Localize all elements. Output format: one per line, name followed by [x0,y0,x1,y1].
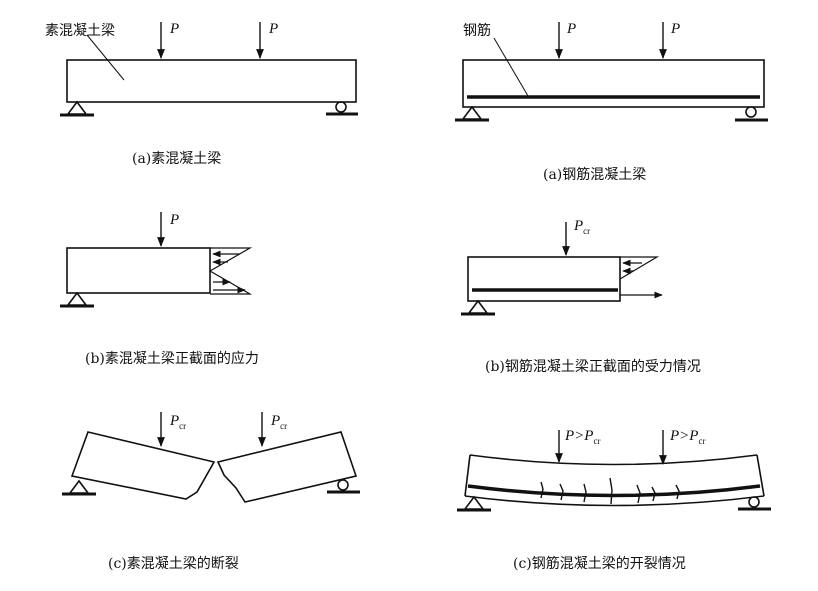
caption-b-plain: (b)素混凝土梁正截面的应力 [85,350,259,367]
load-label-2: P [670,21,680,37]
caption-b-rc: (b)钢筋混凝土梁正截面的受力情况 [485,358,701,375]
caption-a-rc: (a)钢筋混凝土梁 [543,166,646,183]
load-label-1: P>Pcr [564,428,600,446]
pin-support [60,291,94,308]
panel-c-rc-cracking: P>Pcr P>Pcr (c)钢筋混凝土梁的开裂情况 [457,428,771,572]
load-label-2: Pcr [270,413,287,431]
rebar [467,484,761,498]
roller-support [735,106,768,122]
beam-bottom-edge [464,495,765,507]
pin-support [461,299,495,316]
panel-a-plain-beam: 素混凝土梁 P P (a)素混凝土梁 [45,21,358,167]
load-label-2: P [268,21,278,37]
left-beam-half [70,431,216,500]
flexural-cracks [540,477,680,505]
pin-support [60,100,94,117]
caption-c-rc: (c)钢筋混凝土梁的开裂情况 [513,555,686,572]
compression-stress-block [619,256,660,280]
load-label: P [169,212,179,228]
stress-diagram [208,247,253,295]
pin-support [62,479,96,496]
rebar-label: 钢筋 [463,22,491,39]
roller-support [326,101,358,116]
beam-top-edge [469,454,758,466]
load-label-2: P>Pcr [669,428,705,446]
plain-section-body [66,247,211,294]
plain-beam-label: 素混凝土梁 [45,23,115,39]
load-label-1: Pcr [169,413,186,431]
rc-beam-body [462,59,765,108]
pin-support [455,105,489,122]
plain-beam-body [66,59,357,103]
rc-section-body [467,256,621,302]
caption-a-plain: (a)素混凝土梁 [132,151,221,167]
right-beam-half [216,431,358,503]
load-label-1: P [566,21,576,37]
beam-right-end [756,454,765,497]
caption-c-plain: (c)素混凝土梁的断裂 [108,556,239,572]
label-leader-line [493,37,529,97]
roller-support [327,479,360,494]
panel-a-rc-beam: 钢筋 P P (a)钢筋混凝土梁 [455,21,768,183]
pin-support [457,495,491,512]
panel-b-plain-section: P (b)素混凝土梁正截面的应力 [60,212,259,367]
panel-b-rc-section: Pcr (b)钢筋混凝土梁正截面的受力情况 [461,218,701,375]
roller-support [738,496,771,511]
label-leader-line [86,34,125,81]
panel-c-plain-fracture: Pcr Pcr (c)素混凝土梁的断裂 [62,412,360,572]
load-label-1: P [169,21,179,37]
beam-left-end [464,454,471,497]
load-label: Pcr [573,218,590,236]
